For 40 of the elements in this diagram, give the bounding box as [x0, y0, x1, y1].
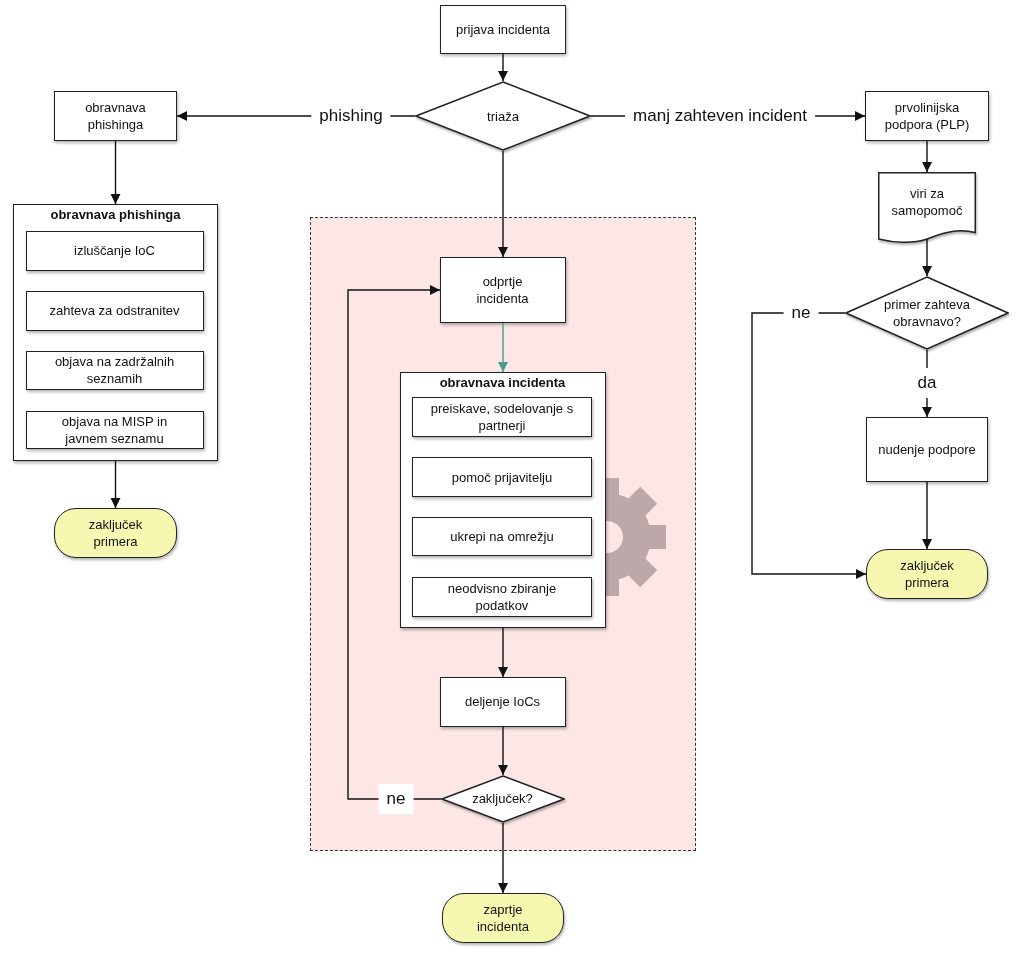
process-box: objava na zadržalnih seznamih — [25, 350, 204, 390]
flow-arrow — [922, 140, 932, 173]
process-box: pomoč prijavitelju — [412, 457, 592, 497]
process-box: nudenje podpore — [866, 417, 988, 482]
flow-arrow — [751, 312, 867, 579]
process-box: prvolinijska podpora (PLP) — [865, 91, 989, 141]
flow-arrow — [498, 726, 508, 776]
process-box: obravnava phishinga — [54, 91, 177, 141]
edge-label: ne — [378, 784, 414, 814]
flow-arrow — [498, 627, 508, 678]
flow-arrow — [498, 822, 508, 894]
process-box: objava na MISP in javnem seznamu — [25, 410, 204, 449]
process-box: preiskave, sodelovanje s partnerji — [412, 397, 592, 437]
flow-arrow — [498, 53, 508, 82]
process-box: deljenje IoCs — [439, 676, 566, 727]
process-box: odprtje incidenta — [439, 256, 566, 323]
flow-arrow — [347, 285, 442, 800]
flow-arrow — [110, 140, 121, 205]
decision-diamond: primer zahteva obravnavo? — [845, 276, 1009, 350]
group-heading: obravnava phishinga — [50, 206, 181, 223]
process-box: neodvisno zbiranje podatkov — [412, 577, 592, 617]
process-box: izluščanje IoC — [25, 230, 204, 271]
flow-arrow — [498, 150, 508, 258]
decision-diamond: zaključek? — [440, 774, 565, 823]
process-box: zahteva za odstranitev — [25, 290, 204, 331]
flow-arrow — [110, 460, 121, 509]
flow-arrow — [922, 238, 932, 277]
document-shape: viri za samopomoč — [878, 172, 976, 244]
flow-arrow — [922, 481, 932, 550]
process-box: prijava incidenta — [440, 5, 566, 54]
terminator-pill: zaprtje incidenta — [442, 893, 564, 943]
terminator-pill: zaključek primera — [866, 549, 988, 599]
group-heading: obravnava incidenta — [439, 373, 566, 391]
dashed-group-area — [310, 217, 696, 851]
group-box — [399, 371, 606, 628]
terminator-pill: zaključek primera — [54, 508, 177, 558]
decision-diamond: triaža — [415, 81, 591, 151]
flow-arrow — [498, 322, 508, 373]
group-box — [13, 204, 218, 461]
process-box: ukrepi na omrežju — [412, 517, 592, 556]
